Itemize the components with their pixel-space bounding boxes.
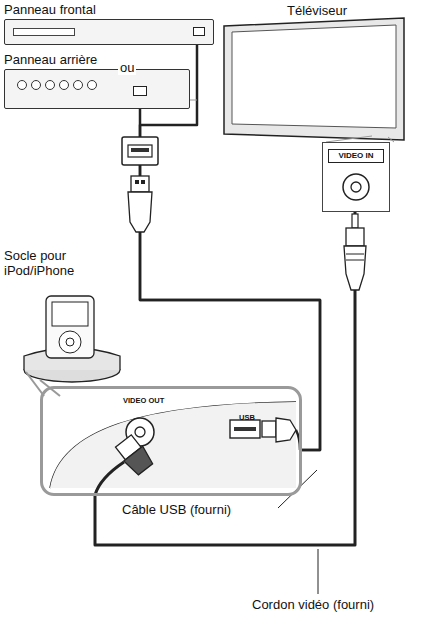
dock-back-closeup <box>50 402 296 488</box>
rca-shell <box>346 228 364 246</box>
jack-tongue <box>131 148 149 152</box>
usb-plug-body <box>276 418 296 442</box>
ipod-body <box>46 296 94 358</box>
rca-ring <box>346 260 364 261</box>
tv-set: Téléviseur <box>220 0 414 142</box>
dock-body-closeup <box>50 402 296 488</box>
dock: Socle pour iPod/iPhone <box>4 248 164 384</box>
connector-word: ou <box>118 60 136 75</box>
rca-ring <box>346 254 364 255</box>
panel-body <box>4 19 214 45</box>
disc-tray <box>13 28 75 36</box>
plug-hole <box>141 180 145 184</box>
panel-body <box>4 69 190 109</box>
jack-slot <box>128 145 152 157</box>
rear-jack <box>31 80 41 90</box>
ipod-screen <box>52 302 88 326</box>
jack-ring <box>343 174 369 200</box>
front-panel: Panneau frontal <box>4 2 214 45</box>
dock-closeup <box>50 402 300 495</box>
label-leader <box>318 549 319 594</box>
tv-illustration <box>224 18 404 142</box>
rca-pin <box>352 214 358 228</box>
rca-plug-tv <box>344 214 366 290</box>
tv-heading: Téléviseur <box>220 0 414 18</box>
ipod-wheel <box>59 331 81 353</box>
usb-port <box>230 420 260 438</box>
rear-jack <box>45 80 55 90</box>
panel-heading: Panneau frontal <box>4 2 214 17</box>
plug-body <box>128 192 152 232</box>
ipod-button <box>66 338 74 346</box>
rear-jack <box>17 80 27 90</box>
dock-heading: Socle pour iPod/iPhone <box>4 248 116 278</box>
rear-jack <box>59 80 69 90</box>
label-leader <box>278 470 317 508</box>
port-name: VIDEO OUT <box>123 396 164 405</box>
rear-panel: Panneau arrière <box>4 52 190 109</box>
plug-hole <box>135 180 139 184</box>
cable-label: Câble USB (fourni) <box>120 502 233 517</box>
rear-jack <box>87 80 97 90</box>
panel-heading: Panneau arrière <box>4 52 190 67</box>
plug-metal <box>131 176 149 192</box>
usb-port-tongue <box>234 427 256 431</box>
tv-frame <box>224 18 404 140</box>
usb-plug <box>128 176 152 232</box>
jack-name: VIDEO IN <box>328 149 384 163</box>
port-name: USB <box>239 413 255 422</box>
usb-plug-metal <box>262 421 276 437</box>
rear-usb-port <box>133 86 147 96</box>
jack-core <box>351 182 361 192</box>
video-plug-grip <box>124 446 155 477</box>
dock-closeup-panel: VIDEO OUT USB <box>40 386 302 496</box>
rca-grip <box>344 246 366 290</box>
jack-body <box>122 137 158 165</box>
cable <box>140 109 320 450</box>
video-out-jack-core <box>135 427 145 437</box>
video-cable-inner <box>95 462 124 495</box>
usb-jack <box>122 100 197 165</box>
video-in-jack <box>328 167 384 207</box>
tv-screen <box>232 25 396 128</box>
video-plug-closeup <box>114 434 155 477</box>
front-usb-port <box>193 27 205 36</box>
rear-jack <box>73 80 83 90</box>
video-in-box: VIDEO IN <box>322 142 390 212</box>
cable-line <box>140 109 320 450</box>
dock-illustration <box>24 296 120 396</box>
cable-label: Cordon vidéo (fourni) <box>250 597 376 612</box>
